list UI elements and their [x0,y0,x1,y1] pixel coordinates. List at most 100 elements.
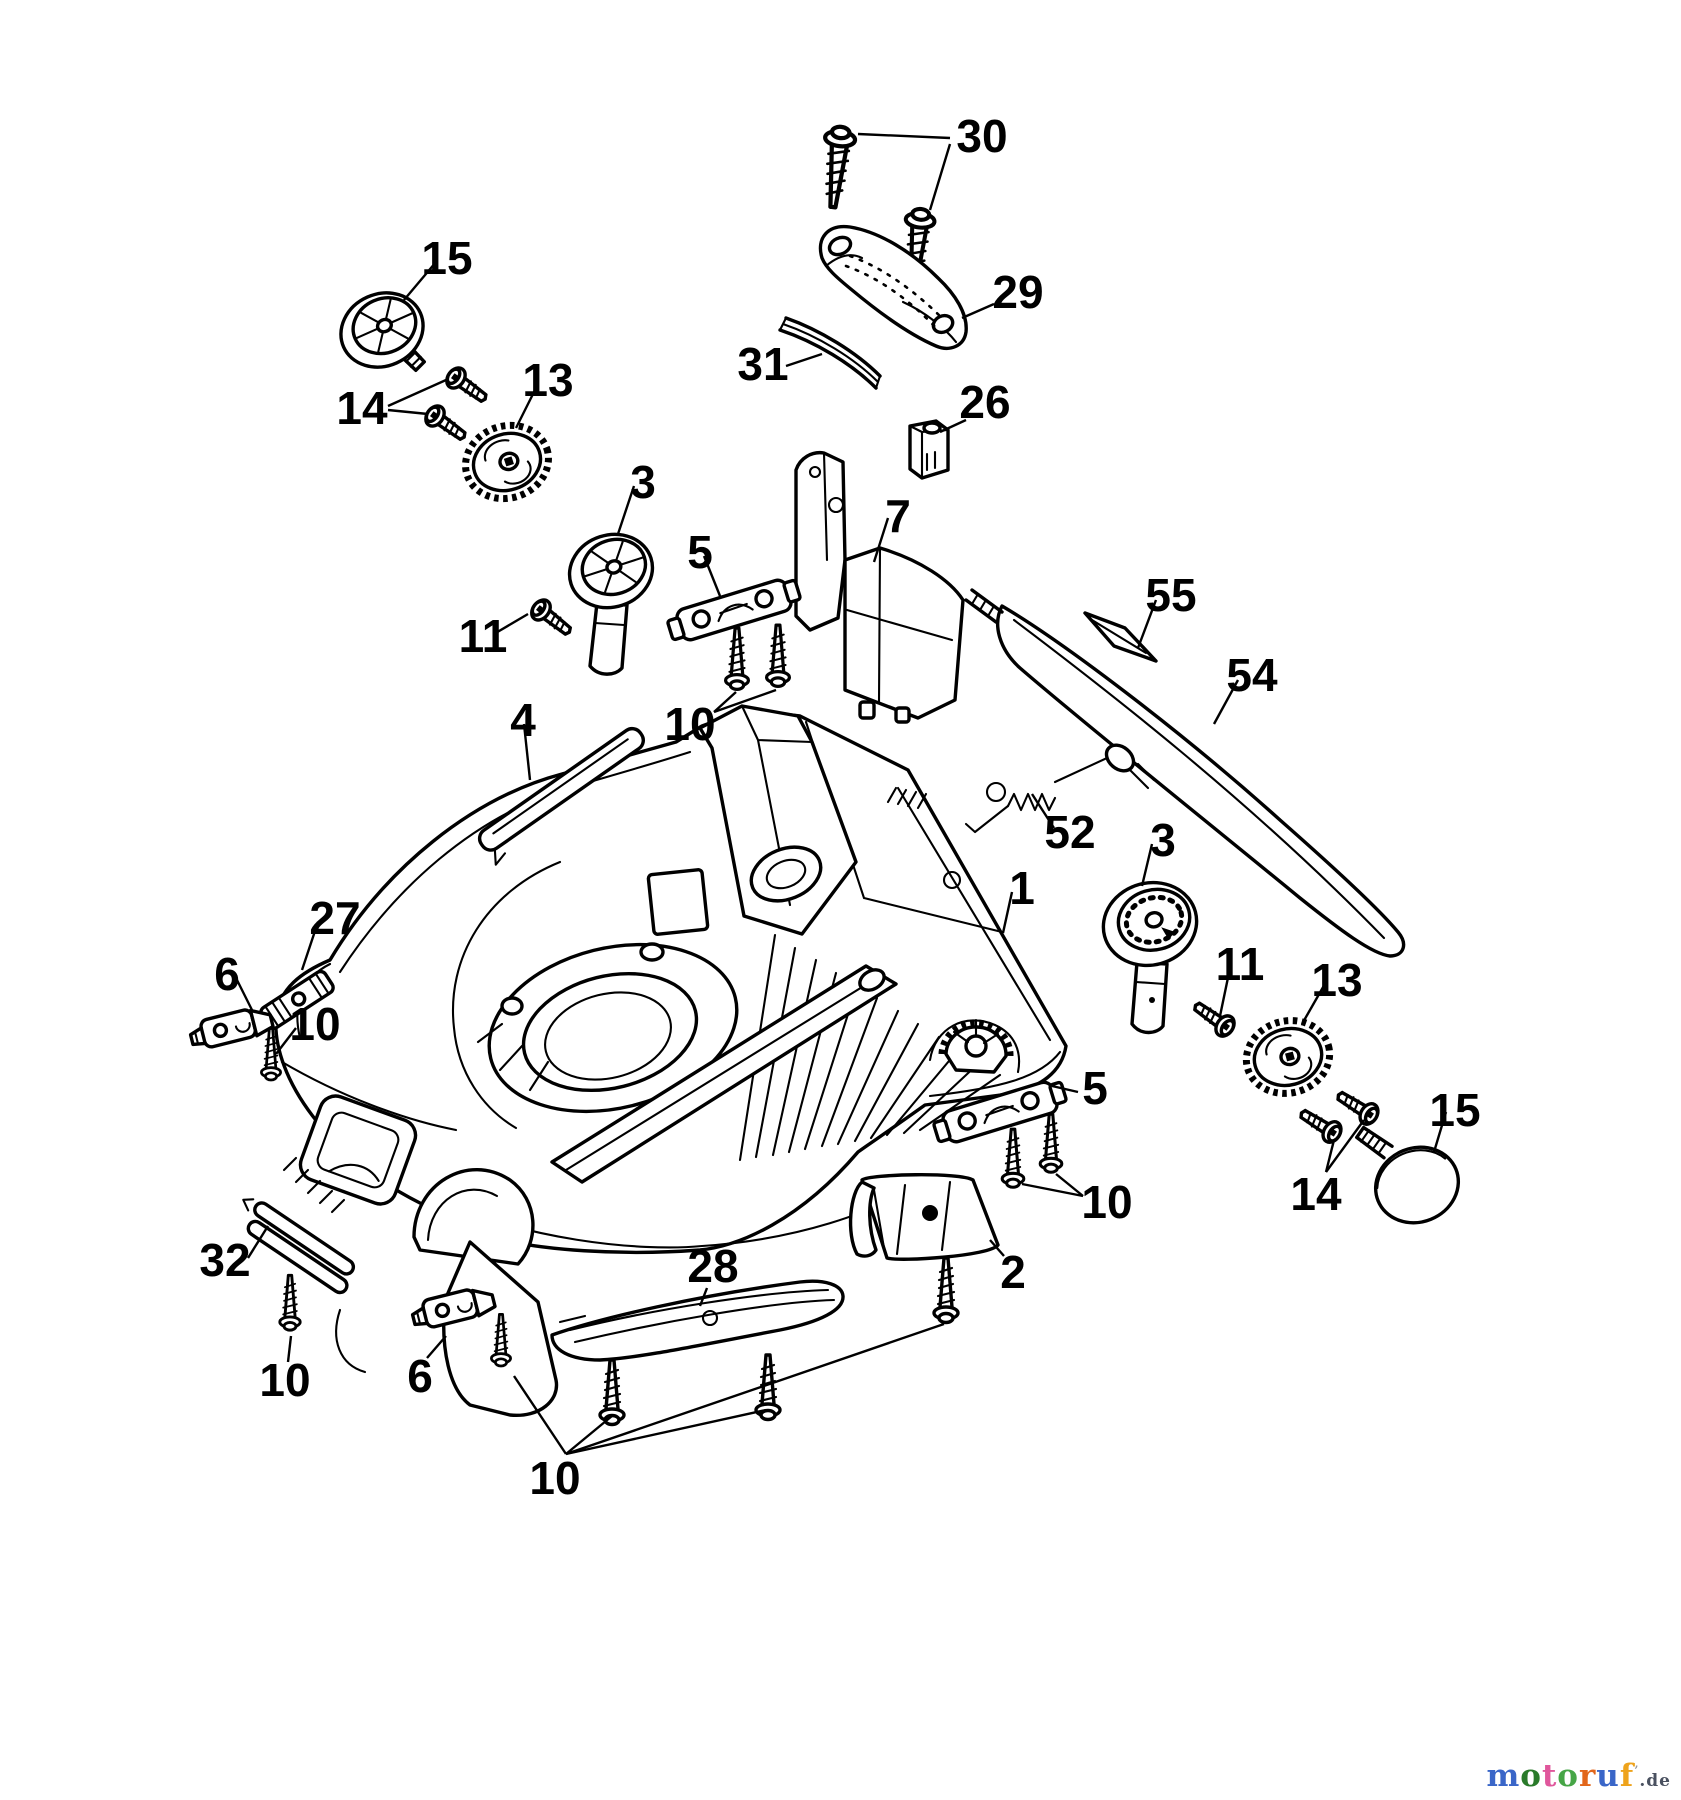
callout-label: 5 [1082,1062,1108,1114]
leader-line [857,132,951,140]
callout-13-20: 13 [1300,954,1363,1025]
leader-line [1432,1111,1448,1153]
callout-1-17: 1 [1001,862,1035,934]
callout-label: 26 [959,376,1010,428]
part-3-adjuster-right [1101,880,1199,1035]
part-31-trim-strip [778,316,882,390]
callout-label: 10 [259,1354,310,1406]
leader-line [1325,1119,1365,1173]
callout-14-25: 14 [1290,1119,1365,1220]
leader-line [1324,1139,1336,1173]
leader-line [1212,679,1240,725]
leader-line [989,1239,1005,1257]
callout-label: 14 [336,382,388,434]
callout-label: 7 [885,490,911,542]
callout-label: 32 [199,1234,250,1286]
callout-29-4: 29 [961,266,1044,320]
part-15-hubcap-right [1354,1125,1461,1225]
callout-label: 13 [522,354,573,406]
part-32-rail [242,1198,356,1295]
callout-4-13: 4 [510,694,536,781]
deck-front-foot [442,1240,559,1417]
callout-label: 3 [1150,814,1176,866]
part-11-bolt-left [526,594,578,643]
callout-5-23: 5 [1051,1062,1108,1114]
leader-line [616,485,636,535]
watermark-letter: m [1486,1758,1521,1794]
callout-15-1: 15 [403,232,473,301]
callout-15-24: 15 [1429,1084,1481,1153]
leader-line [513,1375,567,1455]
callout-label: 55 [1145,569,1196,621]
callout-label: 15 [421,232,472,284]
part-13-gear-right [1238,1011,1338,1102]
part-4-side-strip [477,726,645,866]
deck-discharge-tunnel [698,704,858,936]
callout-label: 10 [529,1452,580,1504]
callout-3-7: 3 [616,456,656,535]
callout-label: 10 [289,998,340,1050]
callout-11-19: 11 [1216,938,1265,1017]
callout-label: 28 [687,1240,738,1292]
callout-label: 13 [1311,954,1362,1006]
callout-label: 15 [1429,1084,1480,1136]
watermark-tm: ’ [1634,1763,1640,1778]
callout-55-10: 55 [1136,569,1197,649]
deflector-hinge-rod [964,588,1004,624]
callout-2-27: 2 [989,1239,1026,1298]
callout-28-28: 28 [687,1240,739,1307]
leader-line [286,1335,293,1363]
leader-line [426,1335,447,1359]
callout-label: 29 [992,266,1043,318]
callout-7-9: 7 [872,490,911,563]
part-11-bolt-right [1187,994,1240,1042]
deck-front-grille [298,1094,418,1206]
callout-5-8: 5 [687,526,722,597]
callout-label: 11 [459,610,508,662]
callout-3-16: 3 [1140,814,1176,887]
leader-line [1055,1173,1084,1197]
callout-26-6: 26 [939,376,1011,434]
part-2-plate [848,1173,1000,1261]
leader-line [872,517,890,563]
callout-27-18: 27 [300,892,361,971]
callout-label: 27 [309,892,360,944]
callout-14-3: 14 [336,378,447,434]
callout-label: 11 [1216,938,1265,990]
part-14-bolts-right [1293,1083,1384,1148]
leader-line [1030,793,1056,829]
part-10-screw-bottom-left [278,1273,302,1332]
leader-line [522,723,532,781]
leader-line [1001,891,1014,934]
leader-line [702,555,722,597]
callout-30-0: 30 [857,110,1008,211]
callout-label: 30 [956,110,1007,162]
leader-line [246,1225,270,1259]
callout-32-26: 32 [199,1225,270,1286]
leader-line [698,1287,709,1307]
callout-6-29: 6 [407,1335,447,1402]
deck-blade-housing [476,942,739,1114]
leader-line [493,612,529,636]
watermark-letter: r [1578,1758,1597,1794]
callout-label: 10 [664,698,715,750]
part-28-front-baffle [550,1279,845,1362]
leader-line [387,378,447,408]
part-13-gear-left [456,415,558,509]
callout-label: 54 [1226,649,1278,701]
callout-10-14: 10 [664,688,777,750]
part-27-latch-strip [259,969,335,1031]
leader-line [514,385,539,429]
part-29-handle [818,224,968,351]
callout-label: 4 [510,694,536,746]
callout-label: 2 [1000,1246,1026,1298]
callout-label: 6 [214,948,240,1000]
watermark-letter: o [1557,1758,1579,1794]
part-26-block [908,419,950,480]
callout-52-15: 52 [1030,793,1096,858]
part-deck-housing [274,704,1068,1417]
callout-label: 3 [630,456,656,508]
callout-10-30: 10 [259,1335,311,1406]
